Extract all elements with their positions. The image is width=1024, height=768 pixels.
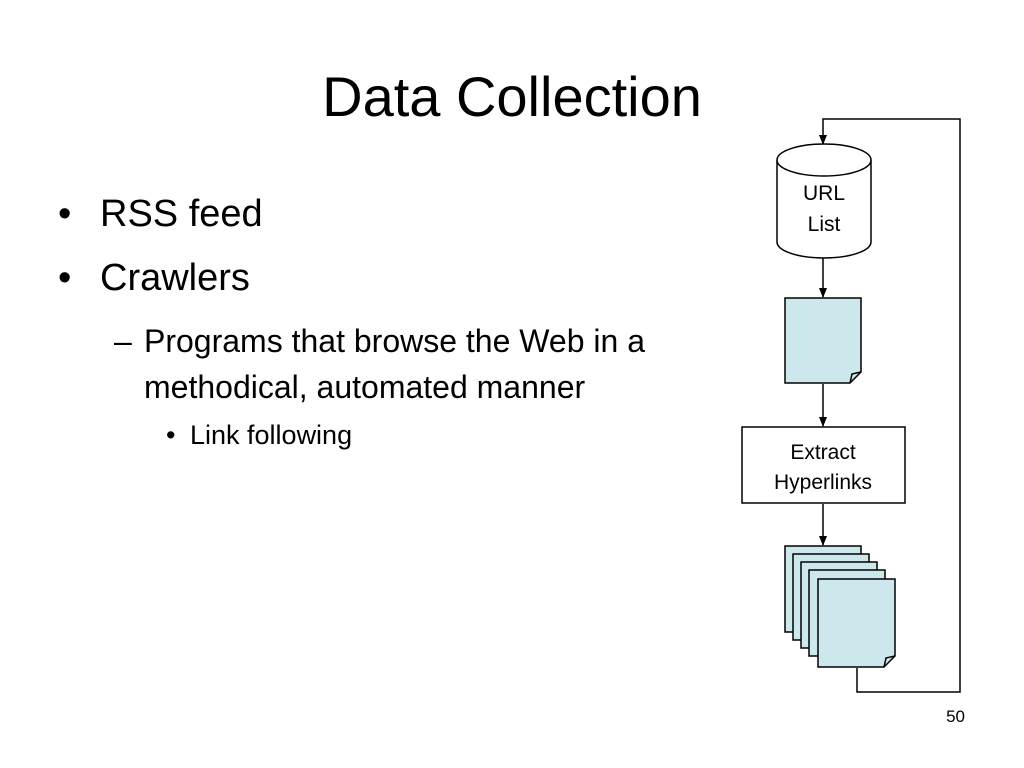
extract-hyperlinks-box: Extract Hyperlinks (741, 426, 906, 504)
dash-marker: – (114, 323, 132, 359)
bullet-text: Crawlers (100, 257, 250, 299)
url-list-cylinder: URL List (776, 143, 872, 259)
web-page-document-icon (784, 297, 862, 384)
url-list-label-line1: URL (803, 182, 845, 205)
bullet-text: RSS feed (100, 193, 263, 235)
sub-bullet-programs: –Programs that browse the Web in a metho… (58, 318, 718, 410)
sub-sub-bullet-text: Link following (190, 420, 353, 450)
bullet-marker: • (58, 257, 72, 299)
sub-bullet-text: Programs that browse the Web in a method… (144, 323, 645, 405)
bullet-marker: • (166, 420, 176, 450)
slide-title: Data Collection (322, 65, 702, 128)
feedback-loop-arrow (819, 118, 961, 693)
linked-pages-stack-icon (784, 545, 896, 668)
extract-label-line2: Hyperlinks (774, 471, 872, 494)
bullet-list: • RSS feed • Crawlers –Programs that brows… (58, 190, 718, 452)
bullet-rss-feed: • RSS feed (58, 190, 718, 238)
sub-sub-bullet-link-following: • Link following (58, 418, 718, 452)
url-list-label-line2: List (808, 213, 841, 236)
extract-label-line1: Extract (790, 441, 856, 464)
bullet-marker: • (58, 193, 72, 235)
slide-page-number: 50 (946, 707, 965, 726)
bullet-crawlers: • Crawlers (58, 254, 718, 302)
